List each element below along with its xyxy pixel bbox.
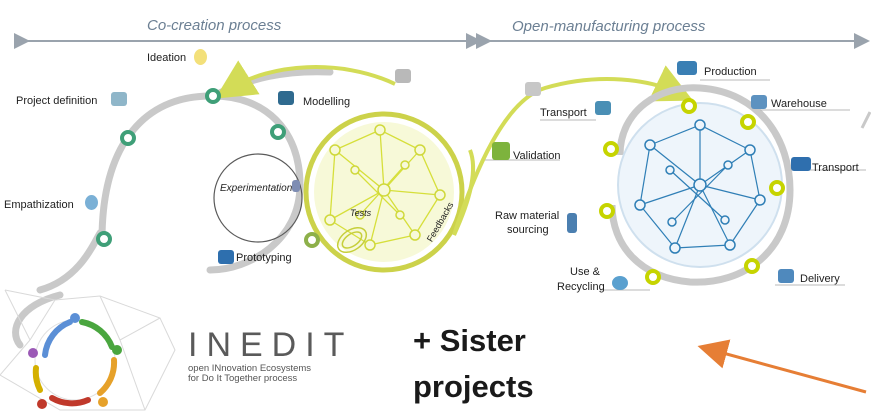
node-transport-right [769,180,785,196]
co-creation-header: Co-creation process [147,17,282,34]
label-delivery: Delivery [800,273,840,285]
modelling-icon [278,91,294,105]
node-modelling [270,124,286,140]
flask-icon [292,180,300,192]
label-raw-material-line2: sourcing [507,224,549,236]
inedit-subtitle-line2: for Do It Together process [188,373,298,384]
feedback-arcs [215,60,694,236]
label-leader-lines [485,79,866,291]
callout-line2: projects [413,369,534,404]
mining-icon [567,213,577,233]
truck-icon [791,157,811,171]
recycle-icon [612,276,628,290]
warehouse-icon [751,95,767,109]
inedit-subtitle: open INnovation Ecosystems for Do It Tog… [188,364,311,384]
node-ideation [205,88,221,104]
inedit-subtitle-line1: open INnovation Ecosystems [188,363,312,374]
factory-icon [677,61,697,75]
node-production [681,98,697,114]
label-project-definition: Project definition [16,95,98,107]
node-transport-top [603,141,619,157]
label-transport-top: Transport [540,107,587,119]
label-validation: Validation [513,150,561,162]
feedback-icon [395,69,411,83]
manufacturing-network [608,84,794,286]
inedit-logo [0,289,176,411]
callout-line1: + Sister [413,323,526,358]
label-warehouse: Warehouse [771,98,827,110]
inedit-title: INEDIT [188,326,354,364]
label-use-recycling-line1: Use & [570,266,600,278]
ship-icon [595,101,611,115]
node-warehouse [740,114,756,130]
label-raw-material-line1: Raw material [495,210,560,222]
label-prototyping: Prototyping [236,252,292,264]
node-prototyping [304,232,320,248]
sister-projects-arrow [697,339,867,394]
node-project-definition [120,130,136,146]
label-transport-right: Transport [812,162,859,174]
open-manufacturing-header: Open-manufacturing process [512,18,706,35]
experimentation-loop [213,153,303,243]
sister-projects-callout: + Sister projects [413,318,534,410]
validation-icon [492,142,510,160]
label-empathization: Empathization [4,199,74,211]
tests-network [303,111,465,273]
head-icon [85,195,98,210]
node-validation [599,203,615,219]
label-production: Production [704,66,757,78]
node-empathization [96,231,112,247]
label-ideation: Ideation [147,52,187,64]
lightbulb-icon [194,49,207,65]
prototype-icon [218,250,234,264]
label-experimentation: Experimentation [220,183,293,194]
node-raw-material [645,269,661,285]
checklist-icon [525,82,541,96]
node-delivery [744,258,760,274]
label-modelling: Modelling [303,96,351,108]
step-nodes [96,88,785,285]
settings-icon [111,92,127,106]
label-use-recycling-line2: Recycling [557,281,605,293]
delivery-icon [778,269,794,283]
label-tests: Tests [350,208,372,218]
